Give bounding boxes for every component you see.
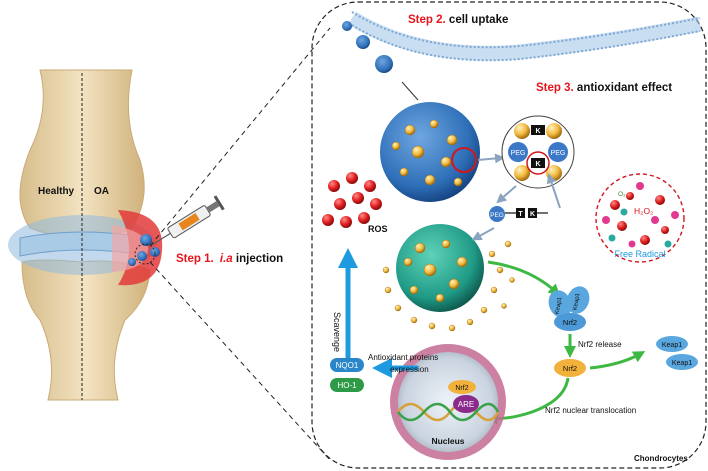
- keap1-nrf2-complex: Keap1 Keap1 Nrf2: [548, 286, 590, 331]
- blue-nanoparticle: [380, 102, 480, 202]
- dna-strand-b: [397, 402, 500, 422]
- step1-italic: i.a: [220, 253, 233, 265]
- zoom-line-top: [149, 27, 331, 247]
- ros-label: ROS: [368, 224, 388, 234]
- free-nrf2-label: Nrf2: [563, 364, 577, 373]
- nuclear-nrf2: Nrf2: [448, 380, 476, 394]
- nqo1-protein: NQO1: [330, 358, 364, 372]
- nrf2-release-label: Nrf2 release: [578, 340, 622, 349]
- keap1-label-a: Keap1: [555, 296, 564, 315]
- h2o2-label: H₂O₂: [634, 206, 653, 216]
- zoom-line-bottom: [149, 261, 331, 461]
- expression-label-2: expression: [390, 365, 429, 374]
- expression-label-1: Antioxidant proteins: [368, 353, 438, 362]
- tk-label-top: K: [535, 128, 540, 135]
- nuclear-nrf2-label: Nrf2: [455, 385, 468, 392]
- label-oa: OA: [94, 186, 109, 197]
- step1-prefix: Step 1.: [176, 253, 214, 265]
- step2-prefix: Step 2.: [408, 14, 446, 26]
- peg-label-right: PEG: [551, 150, 566, 157]
- cleavage-ring: [526, 151, 550, 175]
- uptake-arrow: [401, 81, 419, 101]
- peg-circle-left: [508, 142, 528, 162]
- t-released-label: T: [518, 211, 523, 218]
- are-label: ARE: [458, 400, 474, 409]
- knee-joint: Healthy OA: [8, 69, 225, 401]
- incoming-nanoparticles: [342, 21, 393, 73]
- step2-text: cell uptake: [449, 14, 508, 26]
- step3-prefix: Step 3.: [536, 82, 574, 94]
- released-peg-tk: PEG T K: [489, 185, 548, 222]
- free-nrf2: Nrf2: [554, 359, 586, 377]
- tk-label-mid: K: [535, 161, 540, 168]
- green-nanoparticle: [382, 224, 515, 332]
- scavenge-arrow: Scavenge: [332, 248, 358, 372]
- cell-panel-border: [311, 1, 707, 469]
- nqo1-label: NQO1: [336, 361, 359, 370]
- cell-membrane: [348, 11, 702, 62]
- zoom-focus-circle: [134, 243, 156, 265]
- ros-cluster: ROS: [322, 172, 388, 234]
- released-keap1: Keap1 Keap1: [656, 336, 698, 370]
- nrf2-translocation-label: Nrf2 nuclear translocation: [545, 406, 636, 415]
- inflammation-glow: [112, 225, 149, 272]
- keap1-label-b: Keap1: [573, 292, 582, 311]
- ho1-protein: HO-1: [330, 378, 364, 392]
- step2-label: Step 2. cell uptake: [408, 14, 508, 26]
- step3-label: Step 3. antioxidant effect: [536, 82, 672, 94]
- step1-label: Step 1. i.a injection: [176, 253, 283, 265]
- are-element: ARE: [453, 395, 479, 413]
- ho1-label: HO-1: [337, 381, 357, 390]
- syringe-icon: [151, 195, 225, 246]
- free-radical-label: Free Radical: [614, 249, 665, 259]
- keap1-released-b: Keap1: [672, 360, 692, 367]
- peg-circle-right: [548, 142, 568, 162]
- step3-text: antioxidant effect: [577, 82, 672, 94]
- scavenge-label: Scavenge: [332, 312, 342, 352]
- chondrocytes-label: Chondrocytes: [634, 454, 688, 463]
- arrow-to-keap1: [487, 260, 561, 297]
- focus-ring: [451, 147, 477, 173]
- peg-tk-inset: PEG PEG K K: [477, 115, 575, 209]
- nucleus-label: Nucleus: [431, 436, 464, 446]
- label-healthy: Healthy: [38, 186, 75, 197]
- k-released-label: K: [530, 211, 535, 218]
- step1-suffix: injection: [236, 253, 283, 265]
- arrow-to-keap1-released: [589, 351, 646, 370]
- keap1-released-a: Keap1: [662, 342, 682, 349]
- nrf2-complex-label: Nrf2: [563, 318, 577, 327]
- o2-label: O₂: [618, 191, 626, 198]
- nucleus: ARE Nrf2 Nucleus: [390, 344, 506, 460]
- free-radical-cluster: H₂O₂ O₂ Free Radical: [595, 173, 685, 263]
- peg-released-label: PEG: [490, 212, 504, 219]
- peg-label-left: PEG: [511, 150, 526, 157]
